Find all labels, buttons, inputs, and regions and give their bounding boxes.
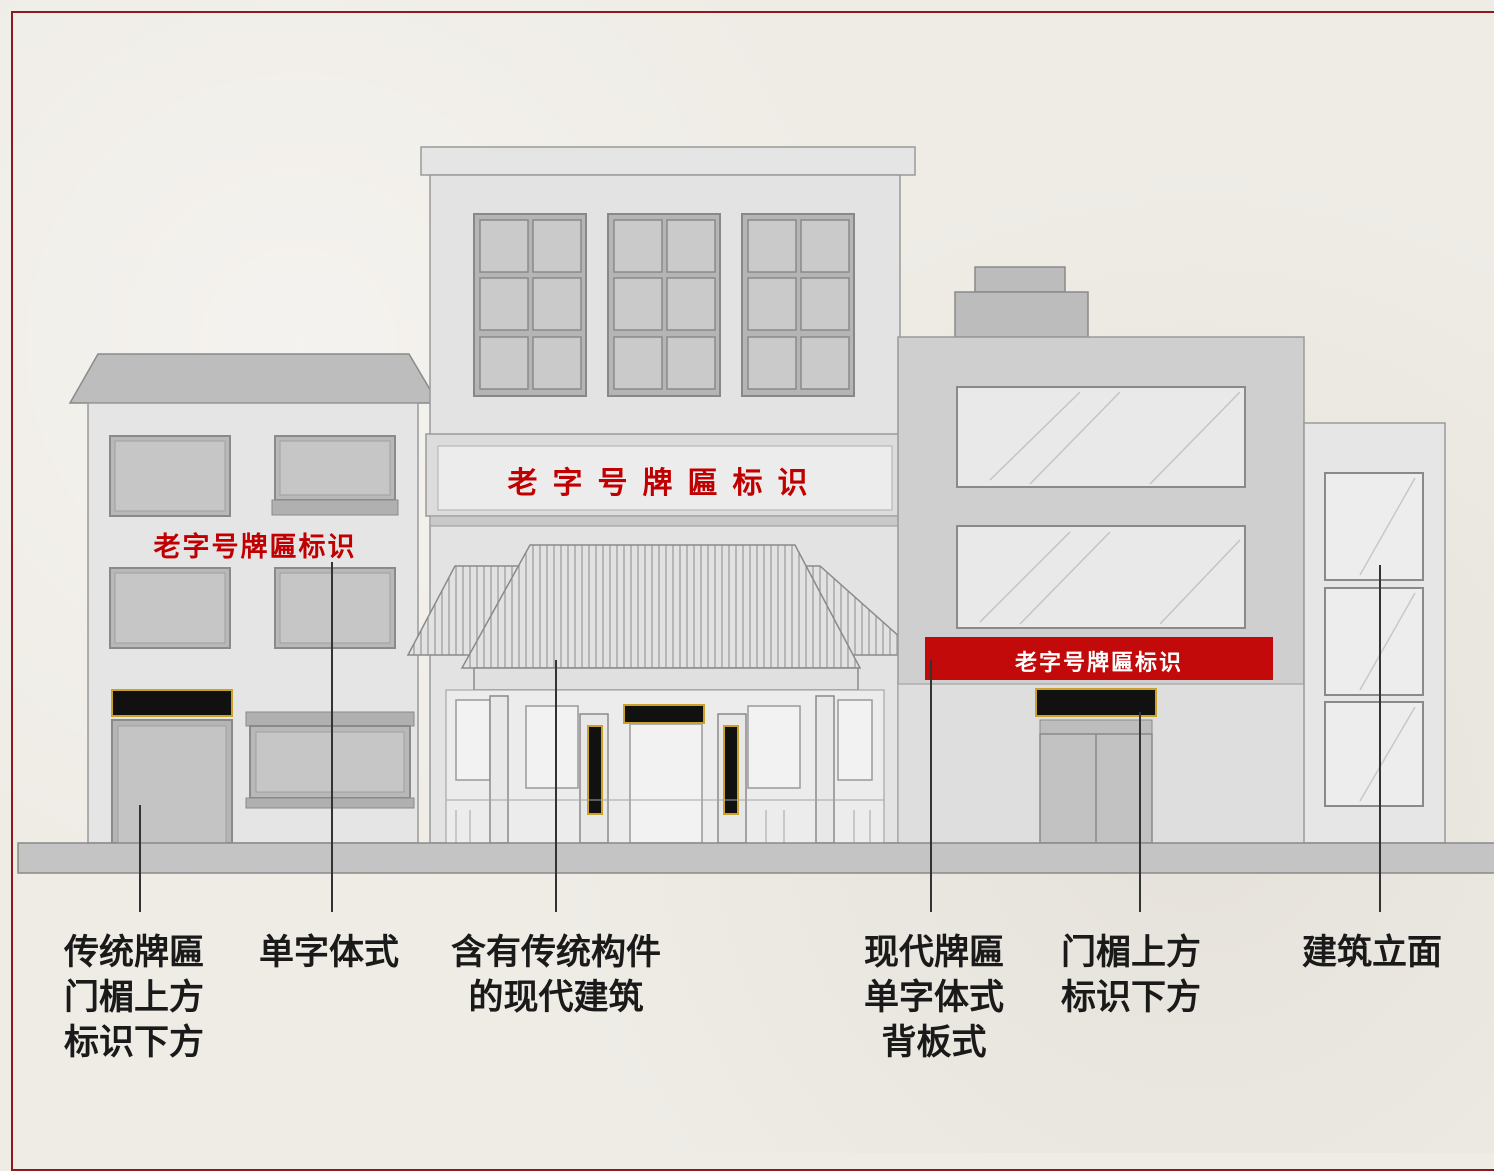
traditional-plaque [111,689,233,717]
center-plaque [623,704,705,724]
red-backboard-sign [925,637,1273,680]
modern-plaque [1035,688,1157,717]
sign-text-right: 老字号牌匾标识 [1014,650,1183,676]
label-single-char: 单字体式 [259,932,400,973]
label-modern-sign: 现代牌匾单字体式背板式 [863,932,1004,1063]
sign-text-center: 老字号牌匾标识 [507,466,823,501]
leader-lines [139,562,1381,912]
sign-text-left: 老字号牌匾标识 [153,532,357,563]
right-building [897,266,1305,844]
far-right-building [1303,422,1446,844]
label-facade: 建筑立面 [1302,932,1443,973]
label-lintel: 门楣上方标识下方 [1061,932,1202,1018]
center-building [406,146,922,844]
street-ground [17,842,1494,874]
label-modern-with-traditional: 含有传统构件的现代建筑 [450,932,661,1018]
left-building [68,353,440,844]
label-traditional-sign: 传统牌匾门楣上方标识下方 [64,932,205,1063]
